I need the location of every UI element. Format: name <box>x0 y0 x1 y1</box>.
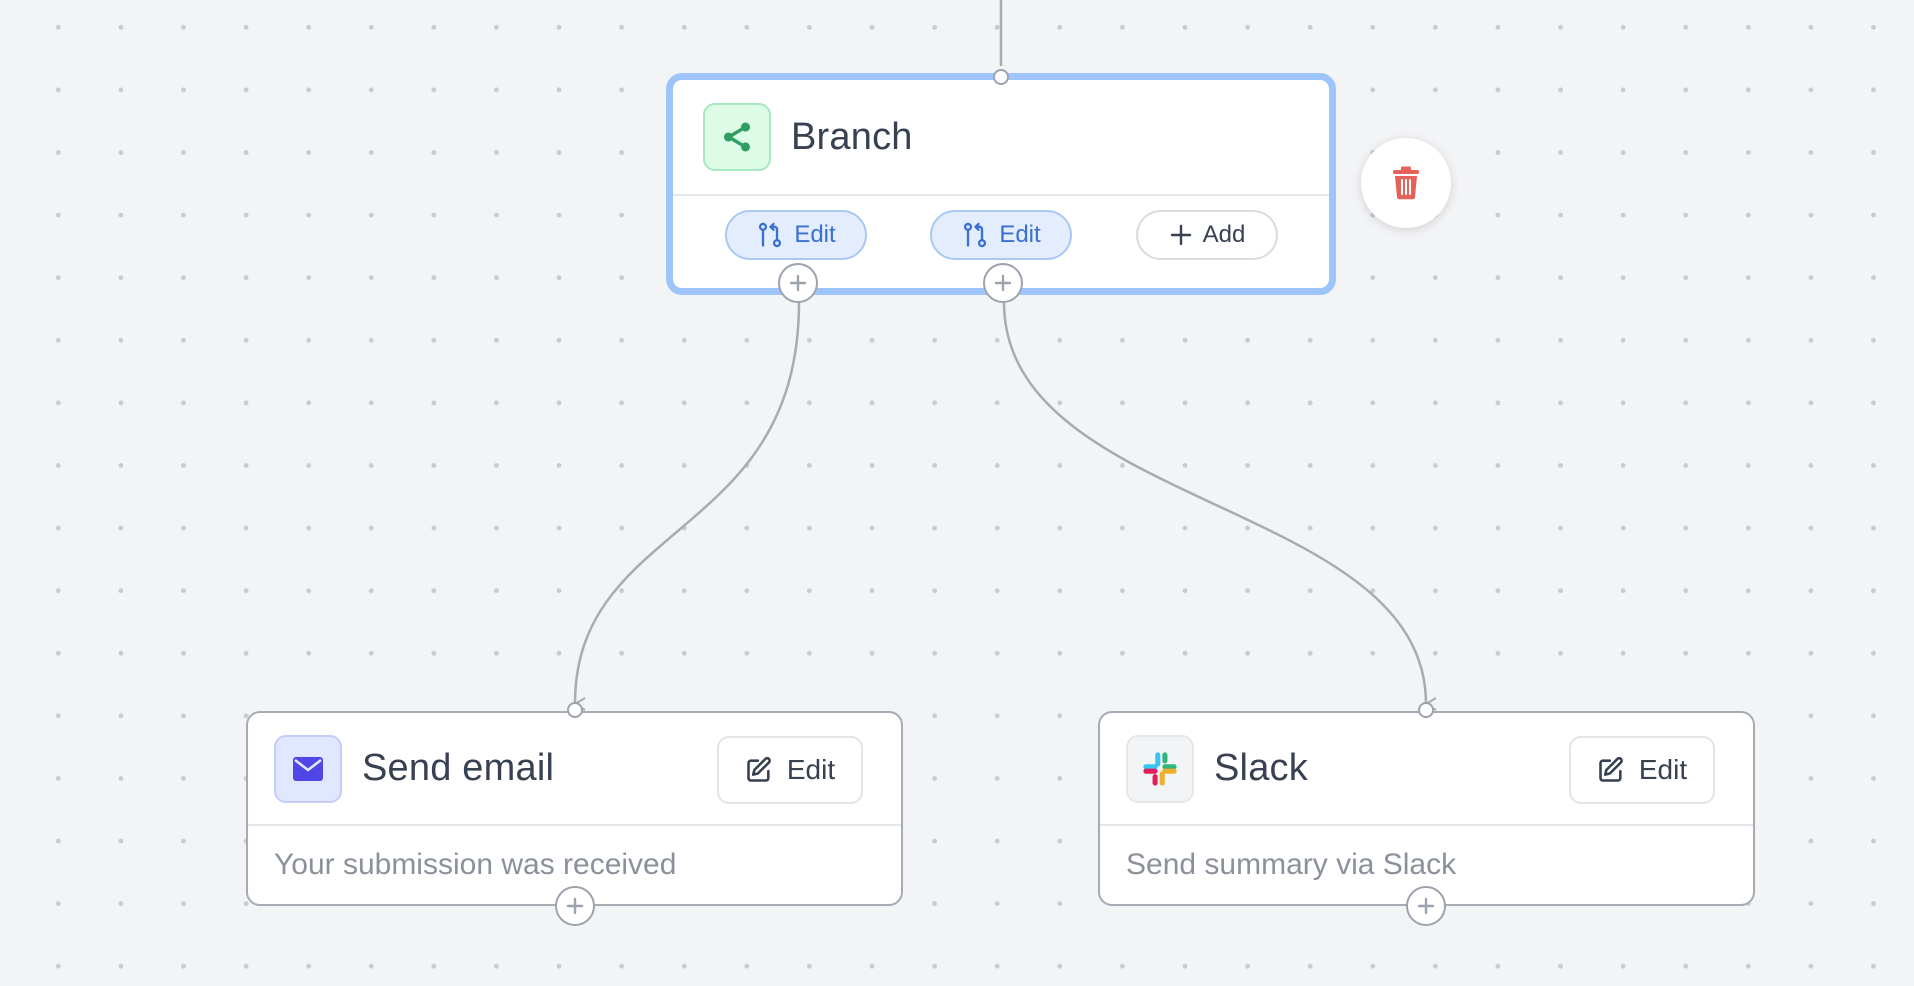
condition-2-edit-button[interactable]: Edit <box>930 210 1072 260</box>
slack-input-handle[interactable] <box>1418 702 1434 718</box>
send-email-description: Your submission was received <box>274 848 677 881</box>
plus-icon <box>994 274 1012 292</box>
add-condition-button[interactable]: Add <box>1136 210 1278 260</box>
send-email-node[interactable]: Send email Edit Your submission was rece… <box>246 711 903 906</box>
delete-node-button[interactable] <box>1361 138 1451 228</box>
send-email-input-handle[interactable] <box>567 702 583 718</box>
branch-node-header: Branch <box>673 80 1329 196</box>
condition-2-edit-label: Edit <box>999 221 1041 248</box>
edge-branch-to-slack <box>1002 301 1437 711</box>
git-pull-request-icon <box>759 222 782 248</box>
edit-icon <box>1599 756 1623 782</box>
plus-icon <box>566 897 584 915</box>
slack-title: Slack <box>1214 747 1308 789</box>
branch-node-title: Branch <box>791 115 913 158</box>
share-icon <box>703 103 771 171</box>
slack-add-handle[interactable] <box>1406 886 1446 926</box>
send-email-edit-button[interactable]: Edit <box>717 736 863 804</box>
branch-input-handle[interactable] <box>993 69 1009 85</box>
plus-icon <box>789 274 807 292</box>
edit-icon <box>747 756 771 782</box>
send-email-node-header: Send email Edit <box>248 713 901 826</box>
slack-node-header: Slack Edit <box>1100 713 1753 826</box>
edge-branch-to-email <box>573 301 801 711</box>
slack-edit-label: Edit <box>1638 754 1688 785</box>
plus-icon <box>1170 224 1191 246</box>
branch-node[interactable]: Branch Edit Edit Add <box>666 73 1336 295</box>
slack-edit-button[interactable]: Edit <box>1569 736 1715 804</box>
condition-1-add-handle[interactable] <box>778 263 818 303</box>
condition-2-add-handle[interactable] <box>983 263 1023 303</box>
add-condition-label: Add <box>1202 221 1246 248</box>
send-email-add-handle[interactable] <box>555 886 595 926</box>
git-pull-request-icon <box>964 222 987 248</box>
condition-1-edit-button[interactable]: Edit <box>725 210 867 260</box>
trash-icon <box>1393 166 1419 200</box>
envelope-icon <box>274 734 342 803</box>
plus-icon <box>1417 897 1435 915</box>
slack-node[interactable]: Slack Edit Send summary via Slack <box>1098 711 1755 906</box>
slack-icon <box>1126 734 1194 803</box>
condition-1-edit-label: Edit <box>794 221 836 248</box>
branch-condition-row: Edit Edit Add <box>673 196 1329 288</box>
send-email-title: Send email <box>362 747 555 789</box>
send-email-edit-label: Edit <box>786 754 836 785</box>
slack-description: Send summary via Slack <box>1126 848 1457 881</box>
